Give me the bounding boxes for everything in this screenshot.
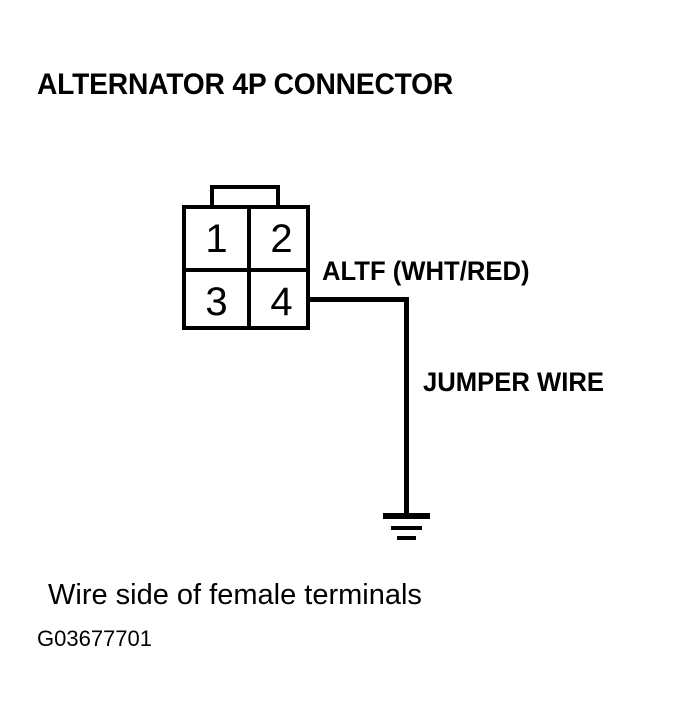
connector-horizontal-divider [186, 268, 306, 272]
ground-icon-bar-3 [397, 536, 416, 540]
ground-icon-bar-1 [383, 513, 430, 519]
figure-reference-code: G03677701 [37, 626, 152, 651]
connector-pin-4: 4 [270, 279, 293, 324]
wire-segment-vertical [404, 297, 409, 517]
connector-pin-1: 1 [205, 216, 228, 261]
wire-label-altf: ALTF (WHT/RED) [322, 256, 530, 286]
connector-body: 1 2 3 4 [182, 205, 310, 330]
connector-pin-2: 2 [270, 216, 293, 261]
figure-title: ALTERNATOR 4P CONNECTOR [37, 68, 454, 101]
connector-vertical-divider [247, 209, 251, 326]
connector-pin-3: 3 [205, 279, 228, 324]
wire-segment-horizontal [306, 297, 409, 302]
figure-caption: Wire side of female terminals [48, 579, 422, 611]
ground-icon-bar-2 [391, 526, 422, 530]
wire-label-jumper: JUMPER WIRE [423, 367, 605, 397]
